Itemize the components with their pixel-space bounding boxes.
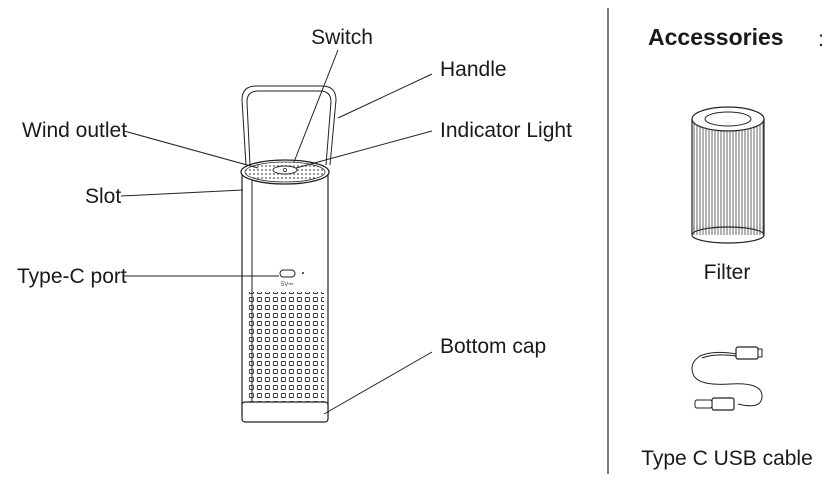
usb-c-cable-icon [691,346,763,411]
accessories-heading: Accessories [648,24,784,50]
label-type-c-port: Type-C port [17,265,127,288]
type-c-port-illustration [279,269,296,278]
air-inlet-grille [246,292,324,402]
filter-cartridge-icon [691,106,765,244]
label-slot: Slot [85,185,121,208]
part-labels: Switch Handle Wind outlet Indicator Ligh… [17,26,572,358]
label-handle: Handle [440,58,507,81]
handle-illustration [241,85,337,166]
port-marking: 5V⎓ [281,282,293,288]
bottom-cap-illustration [241,401,329,423]
label-bottom-cap: Bottom cap [440,335,546,358]
label-switch: Switch [311,26,373,49]
switch-illustration [272,165,298,175]
accessory-cable-label: Type C USB cable [641,447,813,470]
air-purifier-illustration: 5V⎓ [240,85,337,423]
label-indicator-light: Indicator Light [440,119,572,142]
accessories-section: Accessories : Filter Type C USB cable [641,24,824,470]
label-wind-outlet: Wind outlet [22,119,127,142]
leader-lines [120,49,433,415]
accessories-colon: : [818,28,824,51]
accessory-filter-label: Filter [704,261,751,284]
